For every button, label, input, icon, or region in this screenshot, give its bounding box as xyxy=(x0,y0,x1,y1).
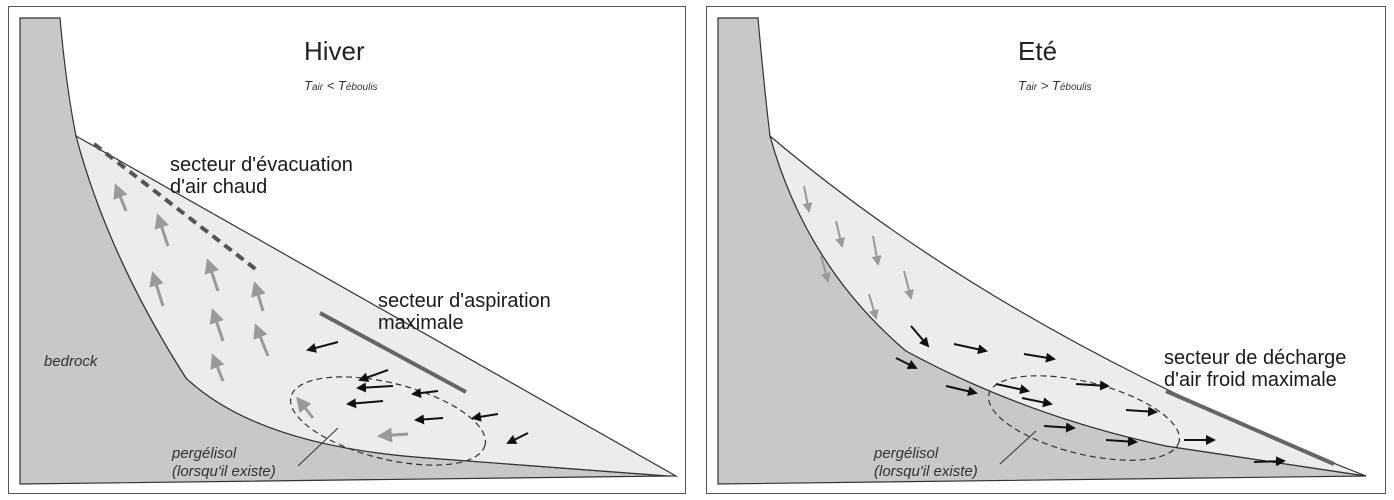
summer-title: Eté xyxy=(1018,36,1057,66)
winter-title: Hiver xyxy=(304,36,365,66)
warm-air-arrows xyxy=(113,183,409,443)
permafrost-pointer xyxy=(297,427,339,467)
permafrost-label-2: (lorsqu'il existe) xyxy=(172,463,276,480)
bedrock-label: bedrock xyxy=(44,353,99,370)
aspiration-sector-label-2: maximale xyxy=(378,312,464,334)
summer-condition: Tair > Téboulis xyxy=(1018,78,1092,93)
permafrost-ellipse xyxy=(987,375,1181,461)
evacuation-sector-line xyxy=(92,142,260,273)
summer-diagram: Eté Tair > Téboulis secteur de décharge … xyxy=(706,6,1386,494)
scree-shape xyxy=(768,134,1367,477)
permafrost-label-1: pergélisol xyxy=(873,445,939,462)
permafrost-ellipse xyxy=(289,376,487,466)
winter-condition: Tair < Téboulis xyxy=(304,78,378,93)
evacuation-sector-label-1: secteur d'évacuation xyxy=(170,154,353,176)
aspiration-sector-line xyxy=(319,311,467,394)
cold-air-arrows xyxy=(895,325,1286,467)
winter-panel: Hiver Tair < Téboulis secteur d'évacuati… xyxy=(8,6,686,494)
permafrost-pointer xyxy=(999,430,1037,465)
evacuation-sector-label-2: d'air chaud xyxy=(170,176,267,198)
cold-air-arrows xyxy=(306,341,529,444)
discharge-sector-label-1: secteur de décharge xyxy=(1164,347,1346,369)
scree-shape xyxy=(75,134,679,477)
aspiration-sector-label-1: secteur d'aspiration xyxy=(378,290,551,312)
discharge-sector-line xyxy=(1165,389,1335,466)
winter-diagram: Hiver Tair < Téboulis secteur d'évacuati… xyxy=(8,6,686,494)
permafrost-label-2: (lorsqu'il existe) xyxy=(874,463,978,480)
descending-air-arrows xyxy=(802,185,914,320)
summer-panel: Eté Tair > Téboulis secteur de décharge … xyxy=(706,6,1386,494)
permafrost-label-1: pergélisol xyxy=(171,445,237,462)
discharge-sector-label-2: d'air froid maximale xyxy=(1164,369,1337,391)
